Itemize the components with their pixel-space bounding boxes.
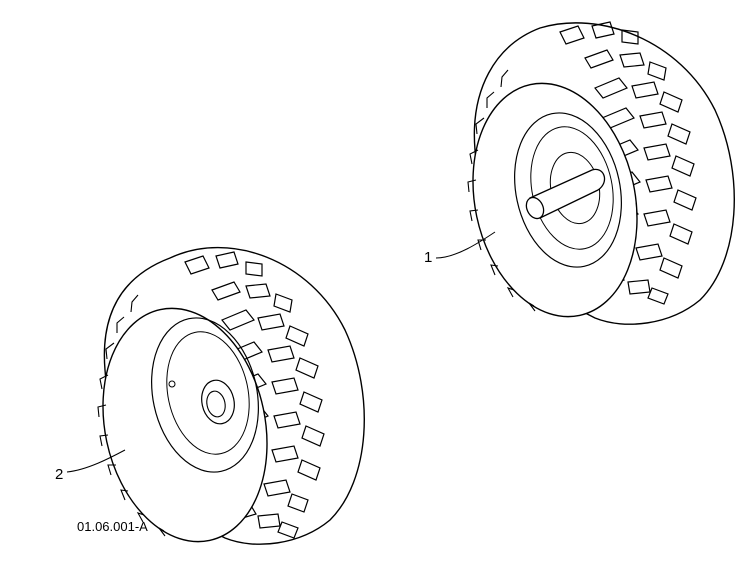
callout-2: 2 [55, 449, 126, 483]
callout-2-leader-line [66, 449, 126, 473]
wheel-2-hub-bore [206, 390, 226, 418]
callout-1-leader-line [435, 231, 496, 259]
wheel-2-rim-inner [166, 331, 250, 455]
wheel-2-sidewall-lugs [97, 294, 166, 537]
wheel-assembly-2 [97, 246, 365, 545]
callout-2-label: 2 [55, 466, 63, 483]
wheel-assembly-1 [467, 21, 735, 325]
wheel-2-sidewall [102, 307, 268, 543]
wheel-1-axle [525, 168, 606, 220]
wheel-1-sidewall-lugs [467, 69, 536, 312]
wheel-1-rim [514, 112, 622, 268]
wheel-2-hub [201, 379, 235, 425]
wheel-2-rim [151, 317, 259, 473]
callout-1: 1 [424, 231, 496, 266]
callout-1-label: 1 [424, 249, 432, 266]
wheel-2-hub-pin [168, 380, 176, 388]
figure-reference-id: 01.06.001-A [77, 519, 148, 534]
